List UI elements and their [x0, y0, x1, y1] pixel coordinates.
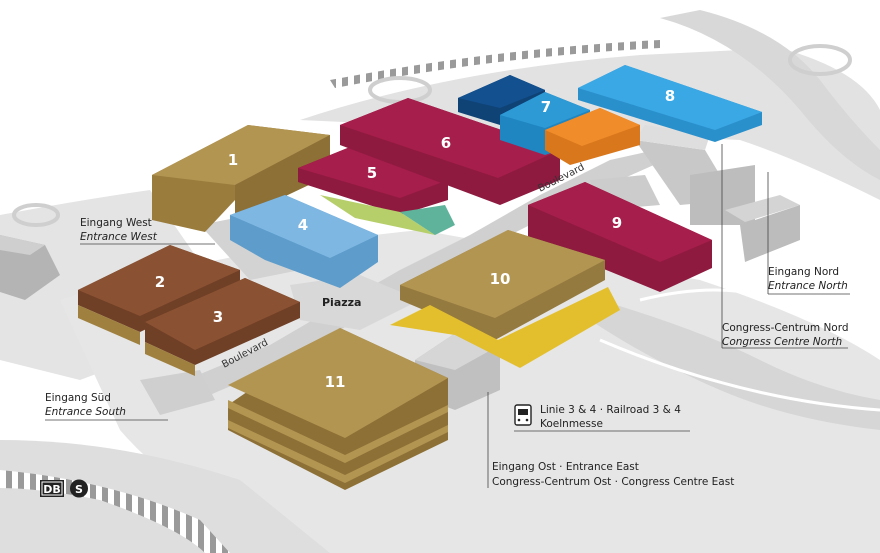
hall-8[interactable] [578, 65, 762, 142]
service-buildings [0, 125, 800, 410]
tram-icon [514, 404, 532, 426]
hall-7-label: 7 [541, 98, 551, 116]
hall-5-annex [320, 195, 435, 235]
hall-2[interactable] [78, 245, 240, 345]
piazza-label: Piazza [322, 296, 361, 309]
tram-line-label: Linie 3 & 4 · Railroad 3 & 4 [540, 404, 681, 416]
leader-lines [45, 144, 850, 488]
hall-11-label: 11 [325, 373, 346, 391]
hall-11[interactable] [228, 328, 448, 490]
hall-9-label: 9 [612, 214, 622, 232]
hall-3-label: 3 [213, 308, 223, 326]
hall-8-label: 8 [665, 87, 675, 105]
hall-5[interactable] [298, 145, 448, 215]
db-sbahn-icon [40, 479, 88, 498]
hall-5-label: 5 [367, 164, 377, 182]
hall-6[interactable] [340, 98, 560, 205]
cc-north-de: Congress-Centrum Nord [722, 322, 849, 334]
hall-10-label: 10 [490, 270, 511, 288]
hall-10[interactable] [400, 230, 605, 340]
hall-6-label: 6 [441, 134, 451, 152]
hall-7[interactable] [458, 75, 640, 165]
hall-1-label: 1 [228, 151, 238, 169]
hall-2-label: 2 [155, 273, 165, 291]
entrance-east-line1: Eingang Ost · Entrance East [492, 461, 639, 473]
entrance-south-de: Eingang Süd [45, 392, 111, 404]
hall-10-annex [390, 287, 620, 368]
entrance-west-en: Entrance West [80, 231, 158, 243]
hall-4[interactable] [230, 195, 378, 288]
db-badge-text: DB [43, 483, 61, 496]
entrance-east-line2: Congress-Centrum Ost · Congress Centre E… [492, 476, 734, 488]
hall-3[interactable] [145, 278, 300, 376]
hall-9[interactable] [528, 182, 712, 292]
entrance-south-en: Entrance South [45, 406, 126, 418]
tram-stop-label: Koelnmesse [540, 418, 603, 430]
hall-4-label: 4 [298, 216, 308, 234]
hall-1[interactable] [152, 125, 330, 232]
entrance-north-en: Entrance North [768, 280, 848, 292]
entrance-west-de: Eingang West [80, 217, 152, 229]
hall-5-annex-teal [400, 205, 455, 235]
s-badge-text: S [75, 483, 83, 496]
entrance-north-de: Eingang Nord [768, 266, 839, 278]
cc-north-en: Congress Centre North [722, 336, 842, 348]
